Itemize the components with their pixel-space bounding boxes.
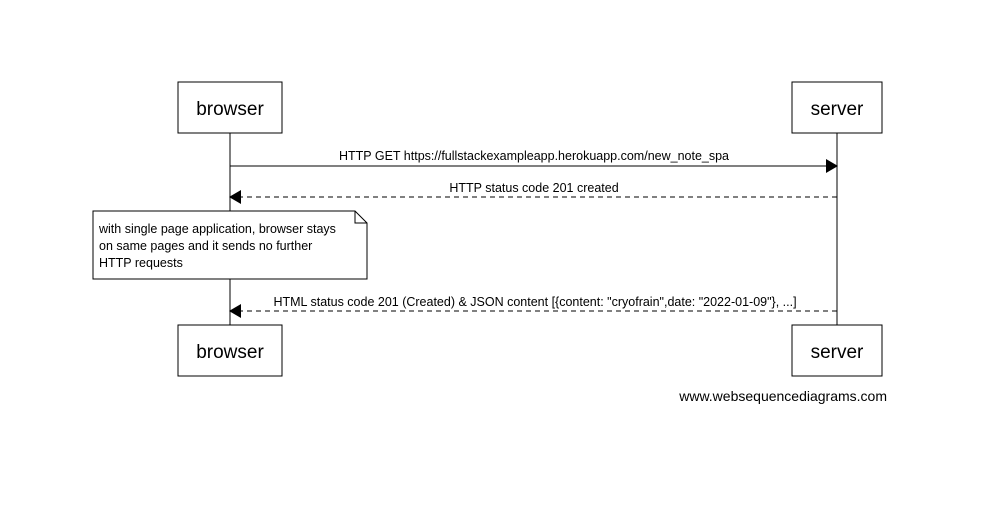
participant-browser-bottom: browser — [177, 324, 283, 377]
note-line-3: HTTP requests — [99, 256, 183, 270]
message-status-201: HTTP status code 201 created — [229, 181, 837, 204]
note-line-1: with single page application, browser st… — [98, 222, 336, 236]
message-json-content-label: HTML status code 201 (Created) & JSON co… — [273, 295, 796, 309]
message-json-content: HTML status code 201 (Created) & JSON co… — [229, 295, 837, 318]
participant-server-top: server — [791, 81, 883, 134]
participant-server-bottom: server — [791, 324, 883, 377]
message-http-get: HTTP GET https://fullstackexampleapp.her… — [230, 149, 838, 173]
participant-server-bottom-label: server — [811, 342, 864, 363]
message-http-get-label: HTTP GET https://fullstackexampleapp.her… — [339, 149, 729, 163]
note-box: with single page application, browser st… — [92, 210, 368, 280]
participant-browser-bottom-label: browser — [196, 342, 264, 363]
participant-browser-top-label: browser — [196, 99, 264, 120]
participant-server-top-label: server — [811, 99, 864, 120]
note-line-2: on same pages and it sends no further — [99, 239, 312, 253]
participant-browser-top: browser — [177, 81, 283, 134]
watermark-text: www.websequencediagrams.com — [678, 388, 887, 404]
message-status-201-label: HTTP status code 201 created — [449, 181, 618, 195]
